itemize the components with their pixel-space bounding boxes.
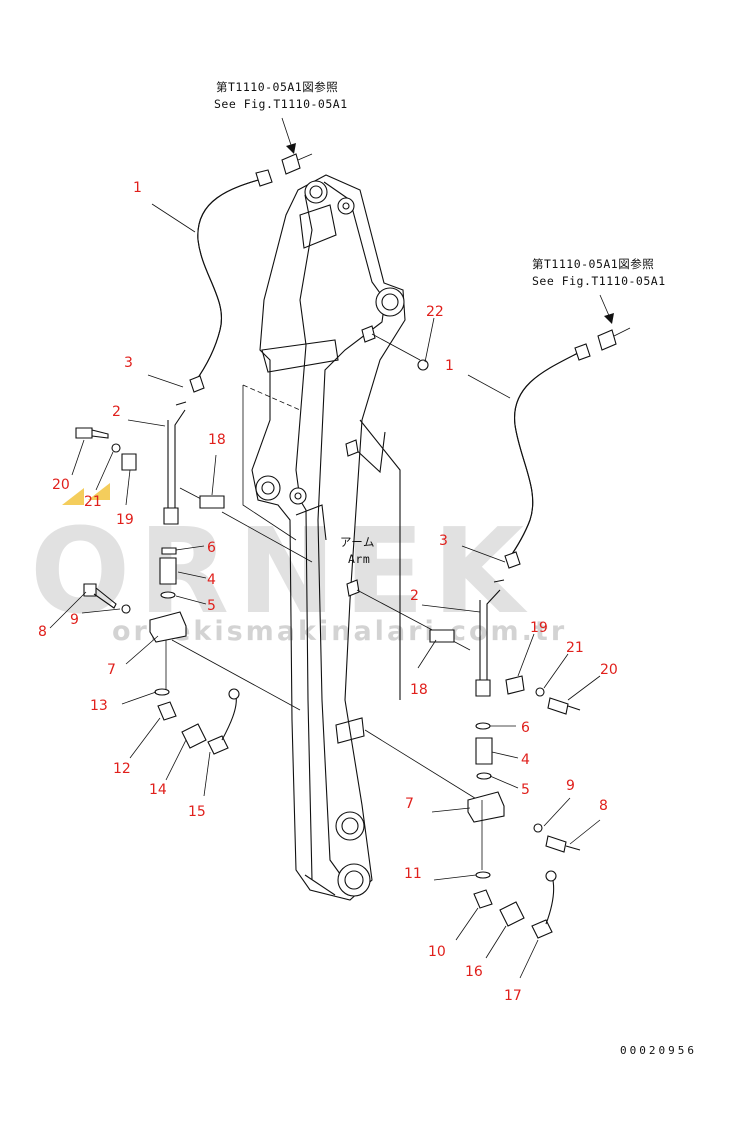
- reference-right: 第T1110-05A1図参照 See Fig.T1110-05A1: [532, 257, 666, 324]
- reference-right-jp: 第T1110-05A1図参照: [532, 257, 654, 271]
- arm: アーム Arm: [251, 174, 406, 901]
- watermark: ORNEK ornekismakinalari.com.tr: [30, 483, 567, 647]
- callout-left-bolt-20: 20: [52, 477, 70, 493]
- callout-right-oring-5: 5: [521, 782, 530, 798]
- right-assembly: [429, 327, 631, 939]
- callout-left-plug: 14: [149, 782, 167, 798]
- callout-left-clamp: 18: [208, 432, 226, 448]
- callout-right-oring-top: 3: [439, 533, 448, 549]
- callout-right-tube: 2: [410, 588, 419, 604]
- arm-label-en: Arm: [348, 552, 370, 566]
- callout-left-bolt: 8: [38, 624, 47, 640]
- watermark-accent-2: [88, 483, 110, 500]
- callout-right-oring-6: 6: [521, 720, 530, 736]
- watermark-brand: ORNEK: [30, 502, 532, 640]
- arm-leaders: [171, 384, 479, 801]
- callout-left-oring-6: 6: [207, 540, 216, 556]
- callout-right-hose: 1: [445, 358, 454, 374]
- callout-right-oring-11: 11: [404, 866, 422, 882]
- drawing-code: 00020956: [620, 1044, 697, 1057]
- arm-label-jp: アーム: [340, 535, 375, 549]
- callout-right-nipple: 4: [521, 752, 530, 768]
- callout-left-elbow: 12: [113, 761, 131, 777]
- left-assembly: [75, 153, 313, 755]
- callout-leaders: [49, 203, 601, 979]
- reference-top-en: See Fig.T1110-05A1: [214, 97, 348, 111]
- reference-top: 第T1110-05A1図参照 See Fig.T1110-05A1: [214, 80, 348, 154]
- callout-right-clamp: 18: [410, 682, 428, 698]
- callout-right-block: 7: [405, 796, 414, 812]
- arm-fittings: [345, 325, 471, 651]
- callout-left-block: 7: [107, 662, 116, 678]
- callout-left-oring-5: 5: [207, 598, 216, 614]
- callout-left-tube: 2: [112, 404, 121, 420]
- callouts-right: 22 1 3 2 18 19 21 20 6 4 5 9 8 7 11 10 1…: [404, 304, 618, 1004]
- callout-left-oring-top: 3: [124, 355, 133, 371]
- callout-right-bolt-20: 20: [600, 662, 618, 678]
- callout-left-nipple: 4: [207, 572, 216, 588]
- callout-right-plate: 19: [530, 620, 548, 636]
- reference-top-jp: 第T1110-05A1図参照: [216, 80, 338, 94]
- reference-right-en: See Fig.T1110-05A1: [532, 274, 666, 288]
- watermark-accent: [62, 488, 84, 505]
- callout-right-elbow: 10: [428, 944, 446, 960]
- callout-right-plug: 16: [465, 964, 483, 980]
- callout-right-cap: 17: [504, 988, 522, 1004]
- callout-left-washer-21: 21: [84, 494, 102, 510]
- callouts-left: 1 3 2 18 20 21 19 6 4 5 8 9 7 13 12 14 1…: [38, 180, 226, 820]
- callout-right-bolt-22: 22: [426, 304, 444, 320]
- callout-right-washer: 9: [566, 778, 575, 794]
- callout-left-hose: 1: [133, 180, 142, 196]
- callout-left-oring-13: 13: [90, 698, 108, 714]
- callout-left-plate: 19: [116, 512, 134, 528]
- callout-left-cap: 15: [188, 804, 206, 820]
- watermark-site: ornekismakinalari.com.tr: [112, 616, 567, 647]
- callout-left-washer: 9: [70, 612, 79, 628]
- callout-right-bolt: 8: [599, 798, 608, 814]
- callout-right-washer-21: 21: [566, 640, 584, 656]
